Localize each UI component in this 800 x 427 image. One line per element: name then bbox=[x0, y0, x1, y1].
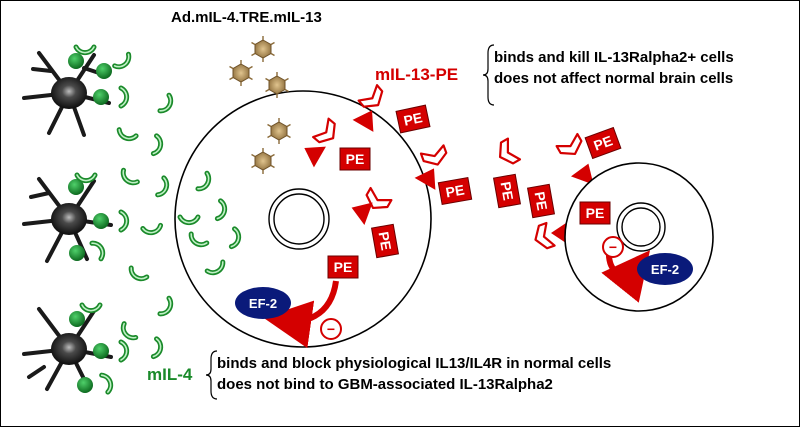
neuron-receptors bbox=[68, 53, 112, 393]
svg-text:PE: PE bbox=[586, 205, 605, 221]
pe-tags: PE PE PE PE PE PE PE PE PE bbox=[327, 104, 622, 279]
svg-text:PE: PE bbox=[444, 181, 465, 200]
svg-text:PE: PE bbox=[497, 180, 516, 201]
pe-tag: PE bbox=[395, 104, 431, 134]
neuron-bottom bbox=[22, 307, 113, 391]
pe-tag: PE bbox=[339, 147, 371, 171]
inhibit-small bbox=[602, 236, 624, 258]
toxin-title: mIL-13-PE bbox=[375, 65, 459, 84]
mil4-effect-2: does not bind to GBM-associated IL-13Ral… bbox=[217, 376, 553, 393]
ef2-large-cell bbox=[235, 287, 291, 319]
ef2-text: EF-2 bbox=[651, 262, 679, 277]
svg-text:PE: PE bbox=[531, 190, 550, 211]
brace-bottom bbox=[205, 350, 218, 400]
inhibit-symbol: − bbox=[327, 321, 335, 337]
svg-text:PE: PE bbox=[402, 109, 424, 129]
neuron-top bbox=[22, 51, 111, 137]
svg-text:PE: PE bbox=[591, 132, 614, 153]
pe-tag: PE bbox=[370, 223, 400, 259]
toxin-effect-2: does not affect normal brain cells bbox=[494, 70, 734, 87]
mil4-title: mIL-4 bbox=[147, 365, 193, 384]
vector-title: Ad.mIL-4.TRE.mIL-13 bbox=[171, 9, 322, 26]
glioma-cell bbox=[564, 162, 714, 312]
toxin-effect-1: binds and kill IL-13Ralpha2+ cells bbox=[494, 49, 734, 66]
svg-text:PE: PE bbox=[375, 230, 394, 251]
transduced-tumor-cell bbox=[174, 90, 432, 348]
toxin-effects: binds and kill IL-13Ralpha2+ cells does … bbox=[494, 47, 734, 89]
mil4-effects: binds and block physiological IL13/IL4R … bbox=[217, 353, 611, 395]
pe-tag: PE bbox=[579, 201, 611, 225]
svg-text:PE: PE bbox=[334, 259, 353, 275]
pe-tag: PE bbox=[526, 183, 556, 219]
ef2-small-cell bbox=[637, 253, 693, 285]
ef2-labels: EF-2EF-2 bbox=[249, 262, 679, 311]
inhibit-large bbox=[320, 318, 342, 340]
inhibit-marks: −− bbox=[327, 239, 617, 337]
brace-top bbox=[482, 44, 495, 106]
pe-tag: PE bbox=[492, 173, 522, 209]
pe-tag: PE bbox=[437, 176, 473, 206]
ef2-text: EF-2 bbox=[249, 296, 277, 311]
pe-tag: PE bbox=[327, 255, 359, 279]
mil4-effect-1: binds and block physiological IL13/IL4R … bbox=[217, 355, 612, 372]
inhibit-symbol: − bbox=[609, 239, 617, 255]
pe-tag: PE bbox=[584, 126, 622, 160]
svg-text:PE: PE bbox=[346, 151, 365, 167]
